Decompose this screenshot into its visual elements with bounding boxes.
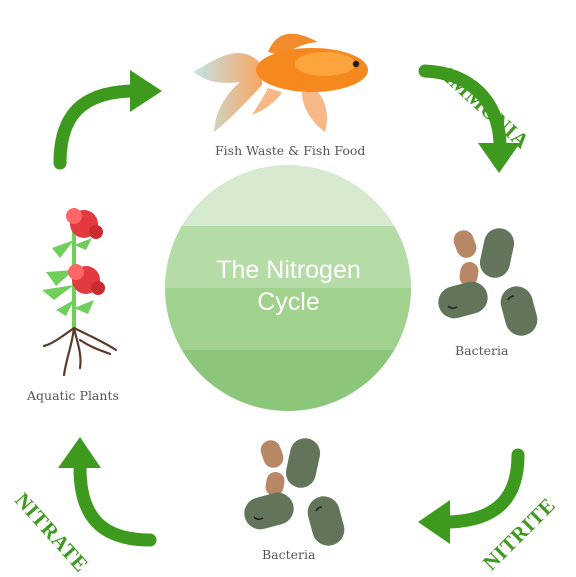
arrow-bacteria-to-bacteria: [418, 448, 525, 544]
bacteria-bottom-label: Bacteria: [262, 547, 316, 562]
arrow-fish-to-bacteria: [418, 64, 520, 173]
bacteria-right-label: Bacteria: [455, 343, 509, 358]
arrow-bacteria-to-plants: [58, 437, 157, 547]
bacteria-icon-right: [438, 228, 538, 336]
plants-label: Aquatic Plants: [27, 388, 119, 403]
bacteria-icon-bottom: [244, 438, 345, 546]
plant-icon: [42, 208, 118, 377]
fish-label: Fish Waste & Fish Food: [215, 143, 366, 158]
fish-icon: [193, 33, 368, 132]
arrow-plants-to-fish: [53, 70, 162, 170]
center-title-line-1: The Nitrogen: [216, 256, 361, 284]
center-title-line-2: Cycle: [257, 288, 320, 316]
